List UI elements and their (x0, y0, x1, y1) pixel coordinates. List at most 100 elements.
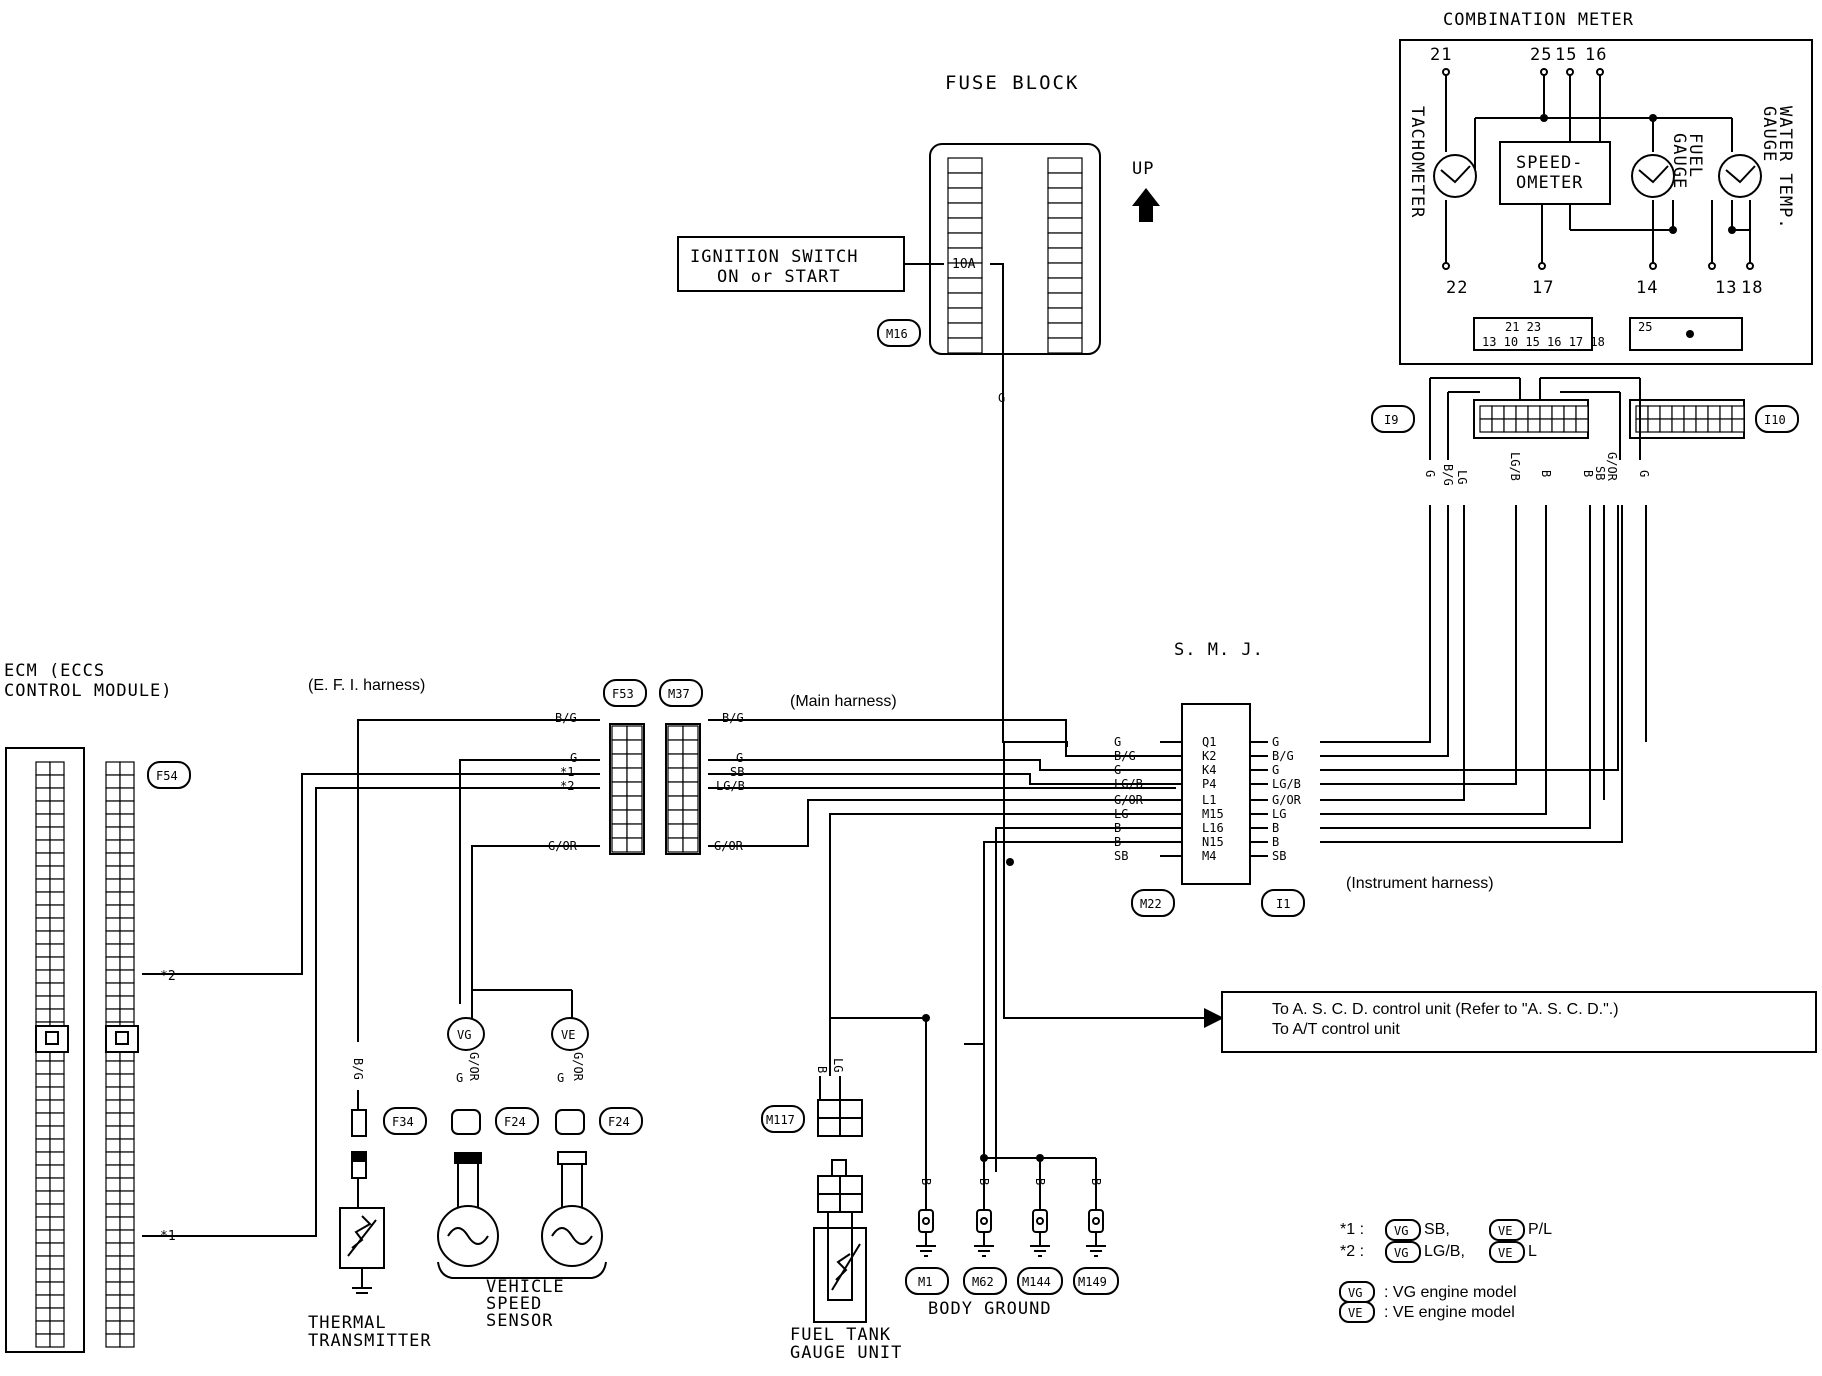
smj-pin: L1 (1202, 793, 1216, 807)
smj-right-color: LG (1272, 807, 1286, 821)
fuel-tank-gauge-icon (813, 1227, 867, 1323)
smj-left-color: SB (1114, 849, 1128, 863)
connector-m144 (1017, 1267, 1063, 1295)
inst-wire-gor: G/OR (1605, 452, 1619, 482)
ve-wire-g: G (557, 1071, 564, 1085)
meter-pin-13: 13 (1715, 278, 1737, 298)
main-color-sb: SB (730, 765, 744, 779)
smj-right-color: G (1272, 735, 1279, 749)
vss-label-2: SPEED (486, 1294, 542, 1314)
legend-n2-ve: VE (1498, 1246, 1512, 1260)
inst-wire-b1: B (1539, 470, 1553, 477)
connector-f53 (603, 679, 647, 707)
ascd-label-2: To A/T control unit (1272, 1021, 1400, 1038)
ve-sensor-tag (551, 1017, 589, 1051)
smj-pin: K2 (1202, 749, 1216, 763)
smj-right-color: B (1272, 835, 1279, 849)
fuse-column-right (1047, 157, 1083, 354)
ecm-title-1: ECM (ECCS (4, 661, 105, 681)
inst-wire-lg: LG (1455, 470, 1469, 484)
m117-wire-b: B (815, 1066, 829, 1073)
legend-vg-tag: VG (1348, 1286, 1362, 1300)
smj-pin: M4 (1202, 849, 1216, 863)
vg-sensor-tag (447, 1017, 485, 1051)
f34-connector (351, 1109, 367, 1137)
connector-m16-label: M16 (886, 327, 908, 341)
smj-left-color: G (1114, 735, 1121, 749)
water-temp-label-1: WATER TEMP. (1775, 106, 1795, 230)
ve-tag-text: VE (561, 1028, 575, 1042)
ground-wire-m144: B (1033, 1178, 1047, 1185)
connector-f34 (383, 1107, 427, 1135)
connector-m22 (1131, 889, 1175, 917)
speedometer-label-2: OMETER (1516, 173, 1583, 193)
ecm-pin-2: *2 (160, 969, 176, 984)
legend-vg-desc: : VG engine model (1384, 1284, 1517, 1301)
speedometer-box (1499, 141, 1611, 205)
speedometer-label-1: SPEED- (1516, 153, 1583, 173)
connector-m62 (963, 1267, 1007, 1295)
smj-pin: P4 (1202, 777, 1216, 791)
meter-connector-b-pin: 25 (1638, 320, 1652, 334)
meter-connector-a (1473, 317, 1593, 351)
inst-wire-g: G (1423, 470, 1437, 477)
connector-m16 (877, 319, 921, 347)
vg-tag-text: VG (457, 1028, 471, 1042)
connector-m22-label: M22 (1140, 897, 1162, 911)
main-harness-label: (Main harness) (790, 693, 897, 710)
smj-pin: M15 (1202, 807, 1224, 821)
inst-wire-b2: B (1581, 470, 1595, 477)
vg-wire-g: G (456, 1071, 463, 1085)
vg-wire-gor: G/OR (467, 1052, 481, 1082)
connector-i10-label: I10 (1764, 413, 1786, 427)
legend-n2-ve-val: L (1528, 1243, 1537, 1260)
meter-pin-15: 15 (1555, 45, 1577, 65)
fuel-gauge-label-2: GAUGE (1669, 133, 1689, 189)
ground-wire-m149: B (1089, 1178, 1103, 1185)
meter-connector-a-bottom: 13 10 15 16 17 18 (1482, 335, 1605, 349)
efi-color-g: G (570, 751, 577, 765)
connector-m117 (761, 1105, 805, 1133)
inst-wire-g2: G (1637, 470, 1651, 477)
ecm-connector-left (35, 761, 65, 1348)
ascd-label-1: To A. S. C. D. control unit (Refer to "A… (1272, 1001, 1619, 1018)
connector-i1-label: I1 (1276, 897, 1290, 911)
connector-f24-b (599, 1107, 643, 1135)
legend-ve-tag: VE (1348, 1306, 1362, 1320)
ecm-connector-right (105, 761, 135, 1348)
main-color-bg: B/G (722, 711, 744, 725)
connector-f54-label: F54 (156, 769, 178, 783)
connector-i9 (1371, 405, 1415, 433)
legend-n2-vg-val: LG/B, (1424, 1243, 1465, 1260)
connector-f54 (147, 761, 191, 789)
legend-n1-vg: VG (1394, 1224, 1408, 1238)
connector-f24-b-label: F24 (608, 1115, 630, 1129)
connector-m149-label: M149 (1078, 1275, 1107, 1289)
up-arrow-icon (1132, 188, 1160, 222)
meter-pin-16: 16 (1585, 45, 1607, 65)
connector-m1 (905, 1267, 949, 1295)
smj-right-color: SB (1272, 849, 1286, 863)
legend-n2-vg: VG (1394, 1246, 1408, 1260)
smj-right-color: G/OR (1272, 793, 1302, 807)
wire-g-label: G (998, 391, 1005, 405)
legend-n1-star: *1 : (1340, 1221, 1364, 1238)
connector-m37 (659, 679, 703, 707)
smj-right-color: LG/B (1272, 777, 1301, 791)
inst-wire-sb: SB (1593, 466, 1607, 480)
legend-ve-desc: : VE engine model (1384, 1304, 1515, 1321)
efi-color-star2: *2 (560, 779, 574, 793)
fuel-tank-label-2: GAUGE UNIT (790, 1343, 902, 1363)
f34-wire-bg: B/G (351, 1058, 365, 1080)
tachometer-label: TACHOMETER (1407, 106, 1427, 218)
smj-right-color: B (1272, 821, 1279, 835)
legend-n1-ve: VE (1498, 1224, 1512, 1238)
ignition-switch-state: ON or START (717, 267, 841, 287)
body-ground-label: BODY GROUND (928, 1299, 1052, 1319)
up-label: UP (1132, 159, 1154, 179)
fuse-column-left (947, 157, 983, 354)
ground-wire-m62: B (977, 1178, 991, 1185)
smj-title: S. M. J. (1174, 640, 1264, 660)
legend-n1-ve-val: P/L (1528, 1221, 1552, 1238)
meter-pin-22: 22 (1446, 278, 1468, 298)
